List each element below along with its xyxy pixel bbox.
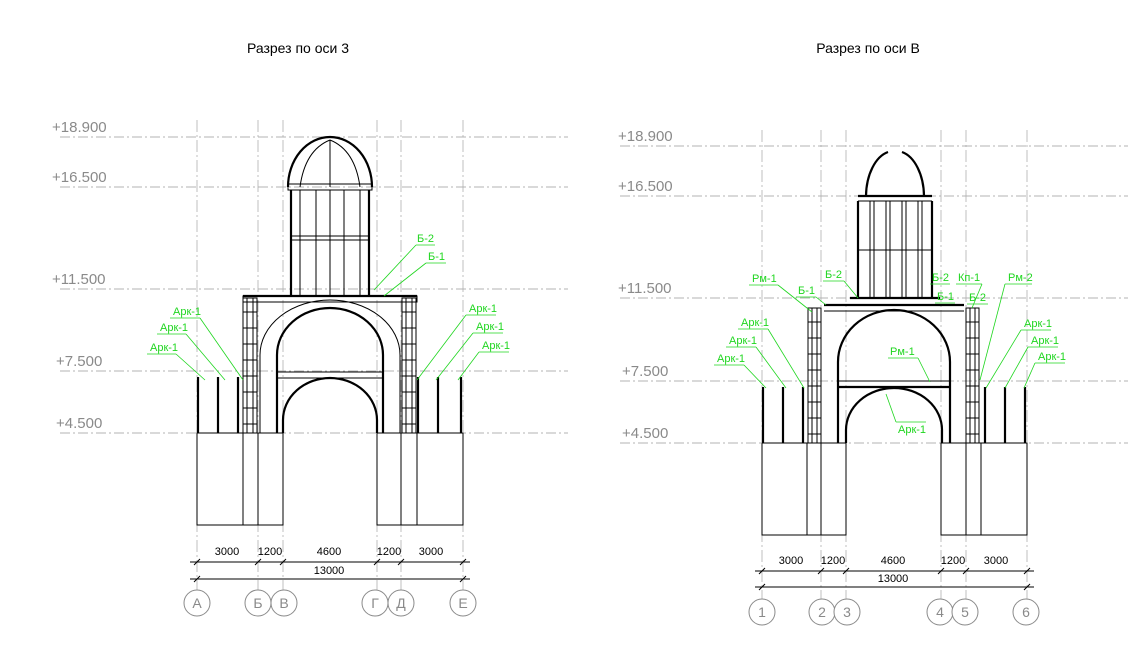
callout-label: Арк-1 — [160, 322, 188, 334]
callout-label: Б-1 — [937, 291, 954, 303]
dimension-value: 3000 — [779, 555, 803, 567]
axis-label: В — [279, 595, 288, 611]
dimensions: 3000 1200 4600 1200 3000 13000 — [190, 546, 470, 583]
dimension-total: 13000 — [878, 573, 909, 585]
callout-label: Арк-1 — [898, 424, 926, 436]
axis-label: 1 — [758, 604, 766, 620]
callout-label: Б-2 — [417, 233, 434, 245]
callout-label: Б-2 — [932, 272, 949, 284]
callout-label: Арк-1 — [1024, 318, 1052, 330]
level-mark: +11.500 — [52, 271, 106, 288]
level-mark: +16.500 — [52, 169, 107, 186]
level-marks: +18.900 +16.500 +11.500 +7.500 +4.500 — [618, 128, 673, 442]
dimension-value: 4600 — [317, 546, 341, 558]
axis-label: 3 — [843, 604, 851, 620]
callouts: Рм-1 Б-1 Б-2 Б-2 Кп-1 Рм-2 Б-1 Б-2 Арк-1 — [714, 269, 1066, 436]
callout-label: Кп-1 — [958, 272, 980, 284]
callout-label: Арк-1 — [482, 340, 510, 352]
dimensions: 3000 1200 4600 1200 3000 13000 — [755, 555, 1034, 591]
callout-label: Б-2 — [825, 269, 842, 281]
axis-label: 6 — [1022, 604, 1030, 620]
axis-label: Г — [371, 595, 379, 611]
section-title: Разрез по оси 3 — [247, 40, 349, 56]
axis-label: Е — [458, 595, 467, 611]
callout-label: Арк-1 — [1031, 335, 1059, 347]
dimension-value: 1200 — [258, 546, 282, 558]
callout-label: Рм-1 — [752, 273, 777, 285]
level-mark: +4.500 — [56, 415, 102, 432]
arches — [259, 299, 401, 433]
axis-label: 2 — [818, 604, 826, 620]
axis-label: 4 — [936, 604, 944, 620]
lattice-columns — [807, 307, 980, 444]
axis-label: А — [192, 595, 202, 611]
level-mark: +4.500 — [622, 425, 668, 442]
lattice-columns — [242, 297, 417, 434]
dimension-total: 13000 — [314, 565, 345, 577]
level-mark: +11.500 — [618, 280, 672, 297]
callouts: Б-2 Б-1 Арк-1 Арк-1 Арк-1 Арк-1 Арк-1 Ар… — [147, 233, 510, 381]
dome — [286, 135, 374, 297]
dimension-value: 1200 — [377, 546, 401, 558]
base-blocks — [761, 442, 1028, 536]
level-lines — [60, 136, 568, 434]
callout-label: Б-2 — [969, 292, 986, 304]
level-marks: +18.900 +16.500 +11.500 +7.500 +4.500 — [52, 119, 107, 432]
dome — [856, 150, 934, 298]
callout-label: Б-1 — [428, 251, 445, 263]
callout-label: Арк-1 — [717, 353, 745, 365]
section-left: Разрез по оси 3 +18.900 +16.500 +11.500 … — [52, 40, 568, 617]
top-beam — [242, 294, 418, 303]
railing-posts — [196, 377, 463, 433]
axis-label: Д — [396, 595, 406, 611]
callout-label: Арк-1 — [729, 335, 757, 347]
level-mark: +16.500 — [618, 178, 673, 195]
section-title: Разрез по оси В — [816, 40, 920, 56]
level-mark: +7.500 — [56, 353, 102, 370]
dimension-value: 3000 — [215, 546, 239, 558]
callout-label: Арк-1 — [741, 317, 769, 329]
railing-posts — [761, 387, 1027, 443]
level-mark: +18.900 — [52, 119, 107, 136]
axis-label: Б — [253, 595, 262, 611]
dimension-value: 3000 — [419, 546, 443, 558]
arches — [836, 308, 952, 443]
level-mark: +7.500 — [622, 363, 668, 380]
dimension-value: 1200 — [941, 555, 965, 567]
callout-label: Рм-1 — [890, 346, 915, 358]
base-blocks — [196, 432, 464, 526]
axis-markers: 1 2 3 4 5 6 — [748, 598, 1040, 626]
callout-label: Рм-2 — [1008, 272, 1033, 284]
callout-label: Арк-1 — [476, 321, 504, 333]
dimension-value: 3000 — [984, 555, 1008, 567]
callout-label: Б-1 — [798, 285, 815, 297]
callout-label: Арк-1 — [173, 306, 201, 318]
dimension-value: 1200 — [821, 555, 845, 567]
callout-label: Арк-1 — [150, 342, 178, 354]
dimension-value: 4600 — [881, 555, 905, 567]
level-mark: +18.900 — [618, 128, 673, 145]
axis-markers: А Б В Г Д Е — [183, 589, 477, 617]
axis-label: 5 — [961, 604, 969, 620]
callout-label: Арк-1 — [469, 303, 497, 315]
section-right: Разрез по оси В +18.900 +16.500 +11.500 … — [618, 40, 1128, 626]
callout-label: Арк-1 — [1038, 351, 1066, 363]
